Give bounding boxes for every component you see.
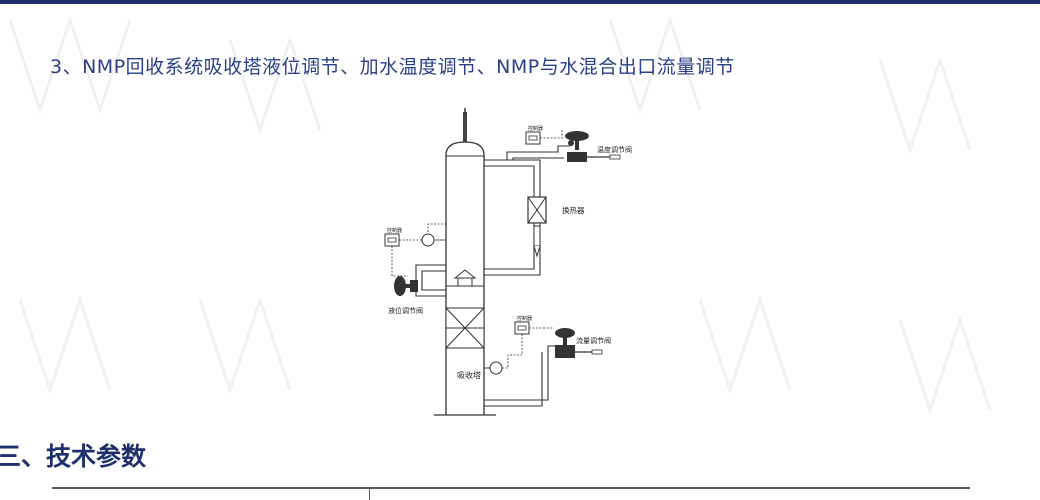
section-heading: 三、技术参数 <box>0 442 147 471</box>
heat-exchanger: 换热器 <box>527 196 585 258</box>
temperature-valve-label: 温度调节阀 <box>597 145 632 154</box>
flow-controller-label: 控制器 <box>517 315 532 322</box>
level-control: 控制器 液位调节阀 <box>384 223 446 315</box>
flow-valve-label: 流量调节阀 <box>576 336 611 345</box>
hot-water-line <box>484 145 570 276</box>
vent-pipe <box>463 108 467 142</box>
level-valve-label: 液位调节阀 <box>388 306 423 315</box>
flow-control: 控制器 流量调节阀 <box>484 315 611 407</box>
temperature-valve: 控制器 温度调节阀 <box>525 125 632 162</box>
page-title: 3、NMP回收系统吸收塔液位调节、加水温度调节、NMP与水混合出口流量调节 <box>50 56 735 78</box>
absorption-tower: 吸收塔 <box>434 141 496 416</box>
absorption-tower-label: 吸收塔 <box>457 370 481 380</box>
table-top-border <box>52 487 970 489</box>
temperature-controller-label: 控制器 <box>528 125 543 132</box>
level-controller-label: 控制器 <box>387 227 402 234</box>
process-diagram: 吸收塔 换热器 控制器 温度调节阀 控 <box>384 108 632 416</box>
heat-exchanger-label: 换热器 <box>562 205 585 215</box>
top-accent-bar <box>0 0 1040 4</box>
table-column-divider <box>369 488 370 500</box>
